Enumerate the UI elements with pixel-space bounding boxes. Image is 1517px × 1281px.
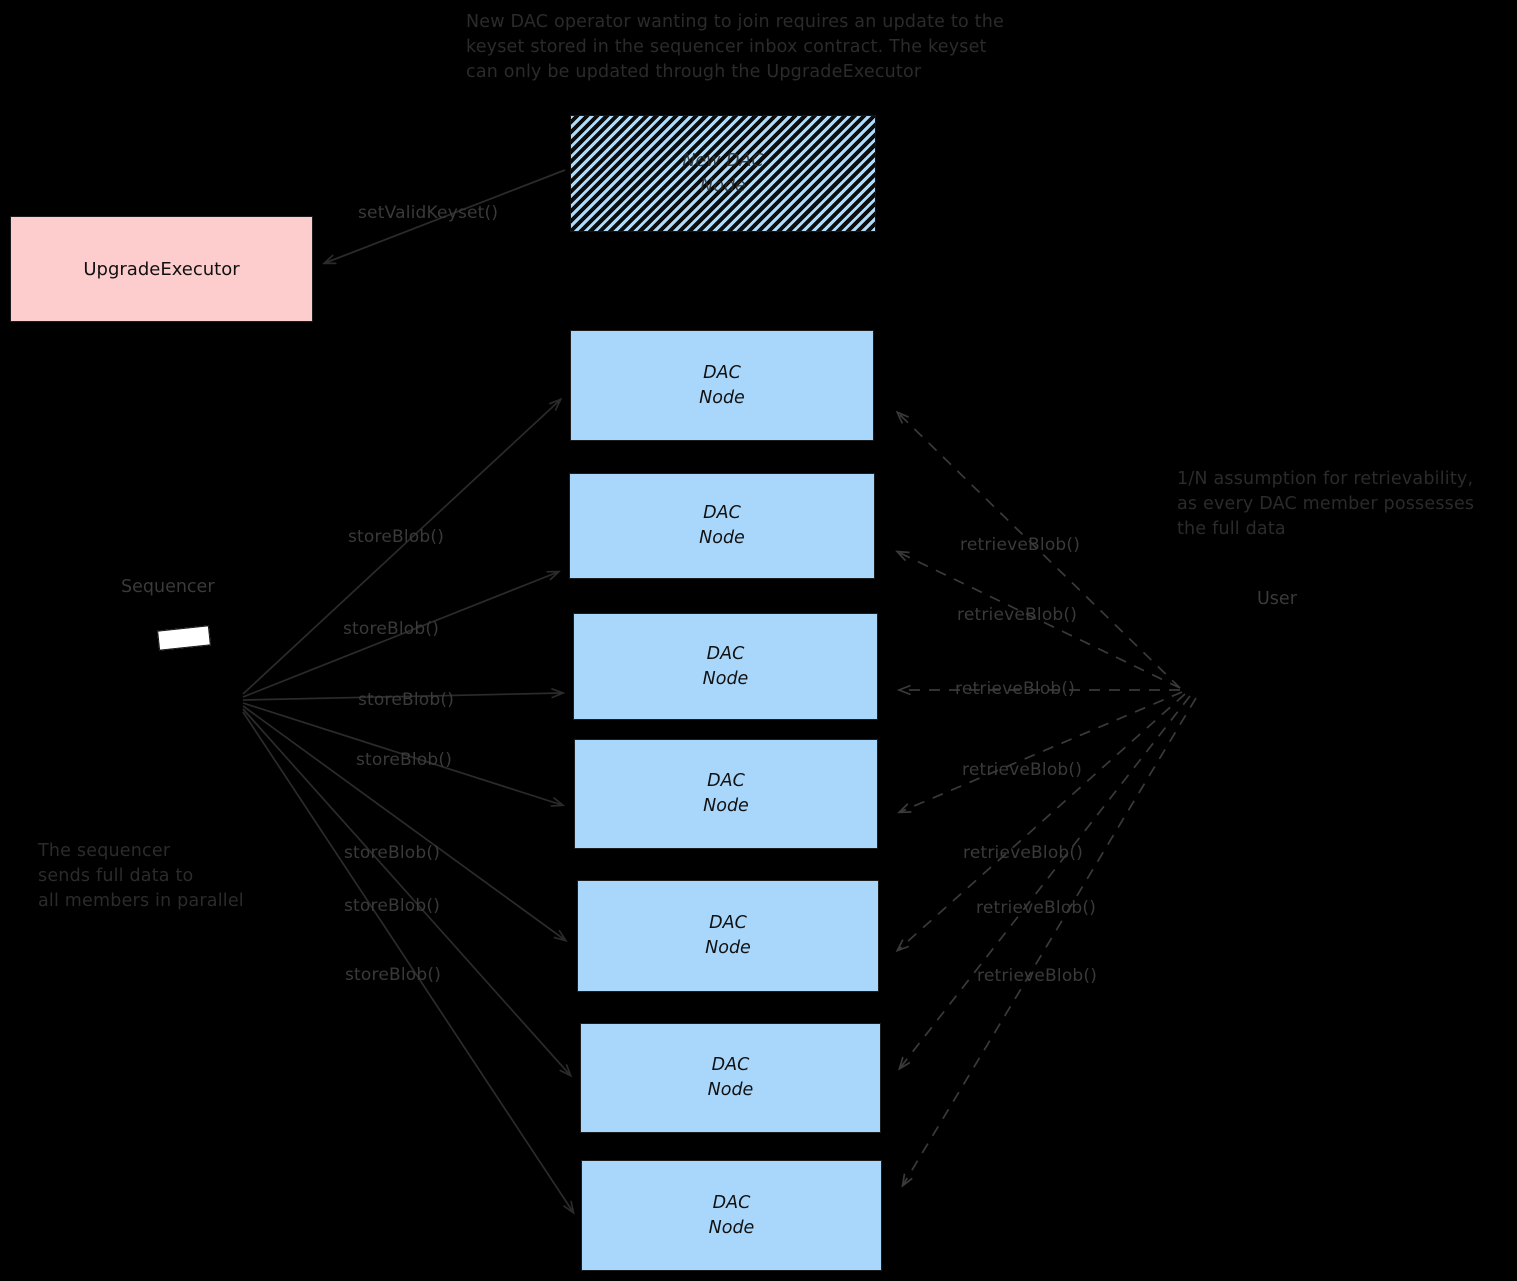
dac-node-4[interactable]: DAC Node <box>574 739 878 849</box>
dac-node-1[interactable]: DAC Node <box>570 330 874 441</box>
dac-node-label: DAC Node <box>707 1055 754 1100</box>
sequencer-label: Sequencer <box>121 577 215 597</box>
edge-retrieve-blob-2 <box>898 552 1181 689</box>
edge-label-retrieve-blob-5: retrieveBlob() <box>963 843 1084 863</box>
upgrade-executor-label: UpgradeExecutor <box>83 258 240 280</box>
user-label: User <box>1257 589 1297 609</box>
edge-store-blob-group <box>242 400 573 1212</box>
edge-label-retrieve-blob-6: retrieveBlob() <box>976 898 1097 918</box>
edge-store-blob-2 <box>242 572 558 698</box>
edge-label-set-valid-keyset: setValidKeyset() <box>358 203 499 223</box>
edge-store-blob-3 <box>242 693 562 701</box>
dac-node-label: DAC Node <box>699 362 745 408</box>
new-dac-node-label: New DAC Node <box>682 150 764 196</box>
new-dac-node-box[interactable]: New DAC Node <box>570 115 876 232</box>
dac-node-3[interactable]: DAC Node <box>573 613 878 720</box>
edge-retrieve-blob-group <box>898 413 1197 1185</box>
edge-label-store-blob-3: storeBlob() <box>358 690 455 710</box>
edge-retrieve-blob-4 <box>900 691 1183 812</box>
dac-node-label: DAC Node <box>703 771 749 816</box>
edge-retrieve-blob-7 <box>903 697 1197 1185</box>
edge-retrieve-blob-5 <box>898 693 1186 950</box>
edge-store-blob-1 <box>242 400 560 695</box>
dac-node-2[interactable]: DAC Node <box>569 473 875 579</box>
annotation-retrievability-note: 1/N assumption for retrievability, as ev… <box>1177 469 1475 539</box>
edge-label-store-blob-4: storeBlob() <box>356 750 453 770</box>
edge-label-store-blob-7: storeBlob() <box>345 965 442 985</box>
dac-node-label: DAC Node <box>699 503 745 548</box>
edge-label-retrieve-blob-2: retrieveBlob() <box>957 605 1078 625</box>
edge-label-store-blob-6: storeBlob() <box>344 896 441 916</box>
edge-store-blob-5 <box>242 705 565 940</box>
edge-store-blob-6 <box>242 708 570 1075</box>
edge-retrieve-blob-6 <box>900 695 1191 1068</box>
dac-node-5[interactable]: DAC Node <box>577 880 879 992</box>
edge-label-retrieve-blob-3: retrieveBlob() <box>955 679 1076 699</box>
edge-store-blob-7 <box>242 711 573 1212</box>
edge-label-retrieve-blob-7: retrieveBlob() <box>977 966 1098 986</box>
dac-node-label: DAC Node <box>708 1192 755 1238</box>
annotation-keyset-note: New DAC operator wanting to join require… <box>466 12 1004 82</box>
dac-node-label: DAC Node <box>702 643 749 689</box>
dac-node-6[interactable]: DAC Node <box>580 1023 881 1133</box>
edge-label-store-blob-1: storeBlob() <box>348 527 445 547</box>
edge-label-store-blob-2: storeBlob() <box>343 619 440 639</box>
edge-label-retrieve-blob-4: retrieveBlob() <box>962 760 1083 780</box>
edge-retrieve-blob-1 <box>898 413 1181 689</box>
dac-node-label: DAC Node <box>705 913 751 958</box>
edge-set-valid-keyset <box>325 169 566 263</box>
upgrade-executor-box[interactable]: UpgradeExecutor <box>10 216 313 322</box>
annotation-sequencer-note: The sequencer sends full data to all mem… <box>38 841 244 911</box>
edge-store-blob-4 <box>242 702 562 805</box>
edge-label-store-blob-5: storeBlob() <box>344 843 441 863</box>
edge-label-retrieve-blob-1: retrieveBlob() <box>960 535 1081 555</box>
dac-node-7[interactable]: DAC Node <box>581 1160 882 1271</box>
